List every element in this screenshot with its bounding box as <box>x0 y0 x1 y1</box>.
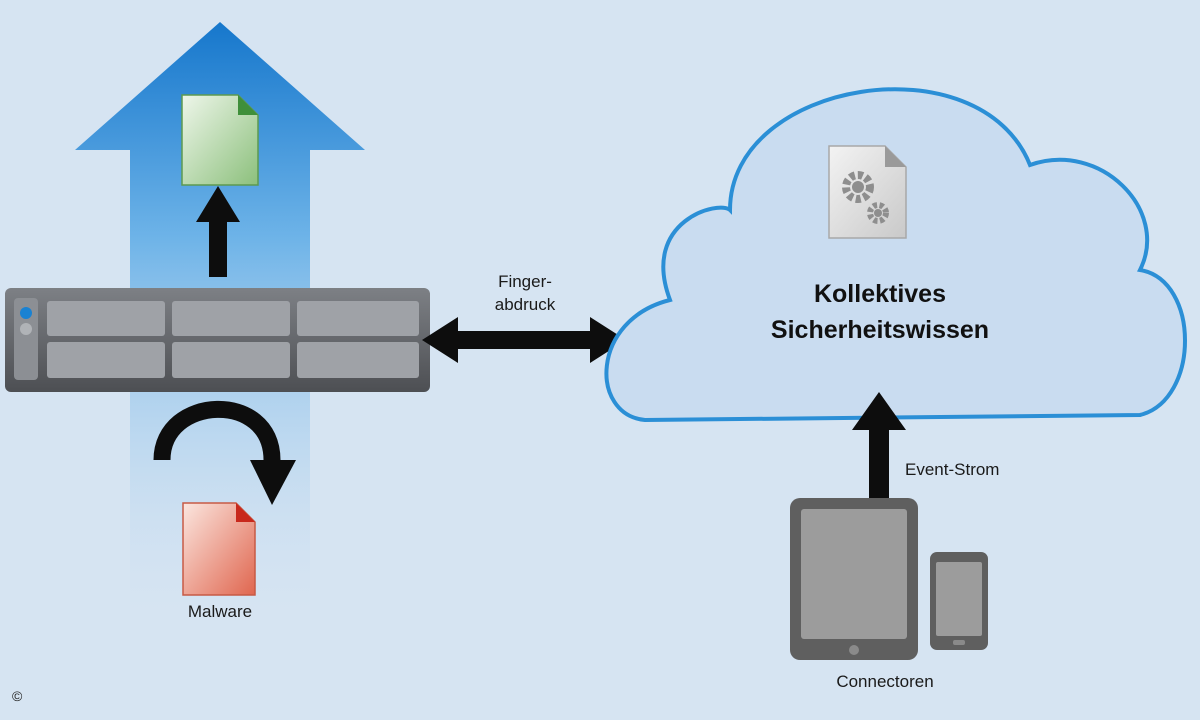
clean-file-icon <box>181 94 259 186</box>
event-stream-label: Event-Strom <box>905 460 1000 479</box>
copyright-mark: © <box>12 688 23 704</box>
up-arrow-icon <box>196 186 240 277</box>
fingerprint-label-line2: abdruck <box>494 295 556 314</box>
cloud-shape <box>604 87 1187 423</box>
malware-label: Malware <box>187 602 253 621</box>
redirect-arrow-icon <box>153 400 296 505</box>
fingerprint-label: Finger- abdruck <box>470 270 580 316</box>
tablet-icon <box>790 498 918 660</box>
cloud-title-line2: Sicherheitswissen <box>770 316 990 344</box>
smartphone-icon <box>930 552 988 650</box>
server-appliance-icon <box>5 288 430 392</box>
event-arrow-icon <box>852 392 906 518</box>
malware-file-icon <box>182 502 256 596</box>
cloud-title-line1: Kollektives <box>813 280 946 308</box>
connectors-label: Connectoren <box>836 672 934 691</box>
double-arrow-icon <box>422 317 626 363</box>
cloud-title: Kollektives Sicherheitswissen <box>700 276 1060 348</box>
fingerprint-label-line1: Finger- <box>498 272 552 291</box>
gear-document-icon <box>828 145 907 239</box>
